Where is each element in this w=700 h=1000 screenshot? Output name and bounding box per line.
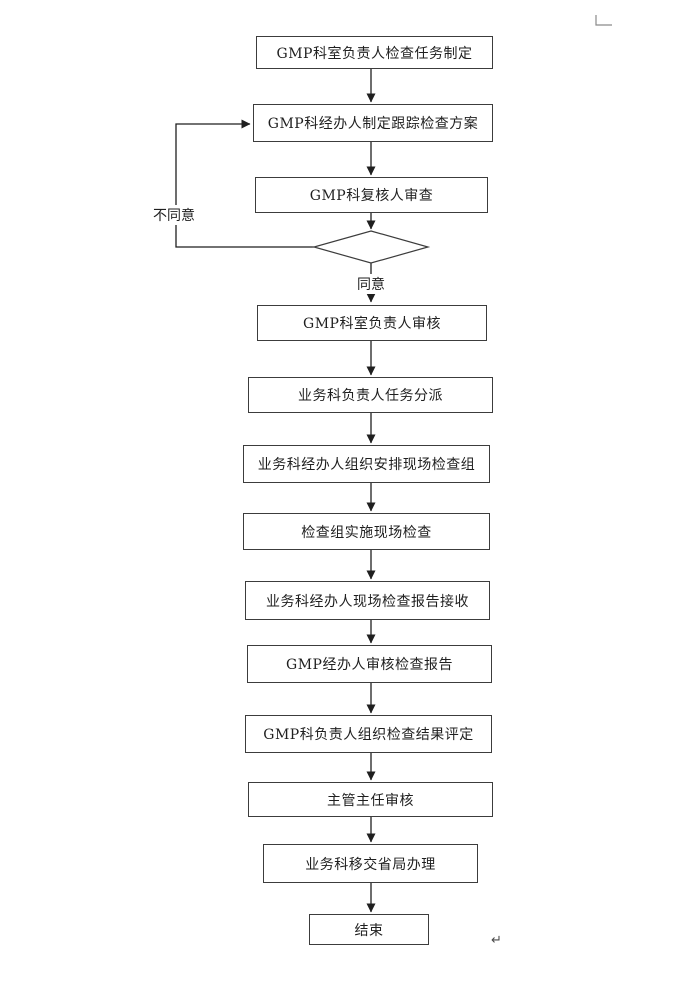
decision-diamond: [311, 230, 431, 264]
paragraph-mark: ↵: [491, 933, 502, 948]
edge-label-reject: 不同意: [152, 205, 196, 225]
flow-node-report-receipt: 业务科经办人现场检查报告接收: [245, 581, 490, 620]
flow-node-section-head-review: GMP科室负责人审核: [257, 305, 487, 341]
flow-node-transfer-provincial-bureau: 业务科移交省局办理: [263, 844, 478, 883]
edge-label-approve: 同意: [356, 274, 386, 294]
flow-node-director-review: 主管主任审核: [248, 782, 493, 817]
margin-corner-mark: [595, 15, 612, 26]
flow-node-onsite-inspection: 检查组实施现场检查: [243, 513, 490, 550]
flow-edges: [175, 69, 376, 913]
flow-node-task-assignment: 业务科负责人任务分派: [248, 377, 493, 413]
flow-node-plan-tracking: GMP科经办人制定跟踪检查方案: [253, 104, 493, 142]
flow-node-task-creation: GMP科室负责人检查任务制定: [256, 36, 493, 69]
flow-node-end: 结束: [309, 914, 429, 945]
flow-node-arrange-inspection-team: 业务科经办人组织安排现场检查组: [243, 445, 490, 483]
flow-node-reviewer-check: GMP科复核人审查: [255, 177, 488, 213]
flow-node-report-review: GMP经办人审核检查报告: [247, 645, 492, 683]
flow-edge-reject-loop: [175, 119, 314, 248]
flow-node-result-evaluation: GMP科负责人组织检查结果评定: [245, 715, 492, 753]
